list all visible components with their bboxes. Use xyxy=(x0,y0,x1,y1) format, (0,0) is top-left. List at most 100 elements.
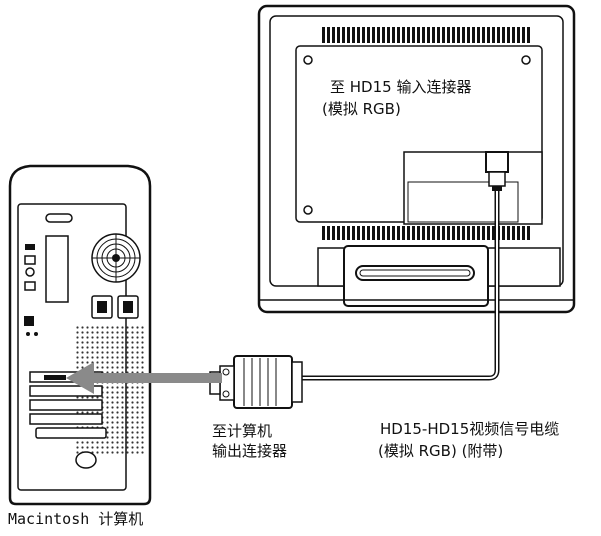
vent-slat xyxy=(387,27,390,43)
vent-slat xyxy=(507,27,510,43)
computer-output-label-line1: 至计算机 xyxy=(212,422,272,440)
vent-slat xyxy=(322,226,325,240)
vent-slat xyxy=(517,27,520,43)
macintosh-tower xyxy=(8,164,152,506)
vent-slat xyxy=(447,226,450,240)
monitor-rear xyxy=(257,4,576,314)
vent-slat xyxy=(437,226,440,240)
port-icon xyxy=(24,316,34,326)
vent-slat xyxy=(487,226,490,240)
vent-slat xyxy=(497,27,500,43)
vent-slat xyxy=(457,27,460,43)
vent-slat xyxy=(482,226,485,240)
vent-slat xyxy=(402,27,405,43)
vent-slat xyxy=(392,226,395,240)
vent-slat xyxy=(422,27,425,43)
vent-slat xyxy=(407,27,410,43)
screw-icon xyxy=(303,205,313,215)
vent-slat xyxy=(502,226,505,240)
monitor-input-label-line1: 至 HD15 输入连接器 xyxy=(330,78,471,96)
vent-slat xyxy=(377,27,380,43)
vent-slat xyxy=(407,226,410,240)
vent-slat xyxy=(527,226,530,240)
vent-slat xyxy=(432,27,435,43)
vent-slat xyxy=(442,226,445,240)
hd15-cable-plug xyxy=(209,355,303,409)
vent-slat xyxy=(512,27,515,43)
vent-slat xyxy=(397,226,400,240)
vent-slat xyxy=(417,27,420,43)
vent-slat xyxy=(427,27,430,43)
vent-slat xyxy=(437,27,440,43)
computer-output-label-line2: 输出连接器 xyxy=(212,442,287,460)
vent-slat xyxy=(487,27,490,43)
vent-slat xyxy=(372,226,375,240)
port-icon xyxy=(24,255,36,265)
vent-slat xyxy=(512,226,515,240)
vent-slat xyxy=(472,27,475,43)
vent-slat xyxy=(477,226,480,240)
vent-slat xyxy=(427,226,430,240)
vent-slat xyxy=(342,226,345,240)
cable-label-line2: (模拟 RGB) (附带) xyxy=(378,442,503,460)
vent-slat xyxy=(352,226,355,240)
vent-slat xyxy=(327,226,330,240)
cable-label-line1: HD15-HD15视频信号电缆 xyxy=(380,420,559,438)
vent-slat xyxy=(367,27,370,43)
vent-slat xyxy=(467,226,470,240)
power-button-icon xyxy=(75,451,97,469)
vent-slat xyxy=(362,226,365,240)
vent-slat xyxy=(447,27,450,43)
fan-icon xyxy=(91,233,141,283)
vent-slat xyxy=(352,27,355,43)
vent-slat xyxy=(482,27,485,43)
vent-slat xyxy=(337,27,340,43)
vent-slat xyxy=(362,27,365,43)
screw-icon xyxy=(521,55,531,65)
hd15-cable xyxy=(300,191,500,381)
vent-slat xyxy=(332,226,335,240)
hd15-input-connector xyxy=(485,151,509,191)
vent-slat xyxy=(462,226,465,240)
vent-slat xyxy=(462,27,465,43)
vent-slat xyxy=(507,226,510,240)
vent-slat xyxy=(377,226,380,240)
vent-slat xyxy=(412,27,415,43)
monitor-input-label-line2: (模拟 RGB) xyxy=(322,100,401,118)
vent-slat xyxy=(477,27,480,43)
vent-slat xyxy=(402,226,405,240)
vent-slat xyxy=(347,27,350,43)
vent-slat xyxy=(467,27,470,43)
vent-slat xyxy=(412,226,415,240)
vent-slat xyxy=(442,27,445,43)
port-icon xyxy=(24,281,36,291)
vent-slat xyxy=(457,226,460,240)
vent-slat xyxy=(517,226,520,240)
screw-icon xyxy=(303,55,313,65)
vent-slat xyxy=(387,226,390,240)
vent-slat xyxy=(332,27,335,43)
vent-slat xyxy=(327,27,330,43)
vent-slat xyxy=(522,27,525,43)
port-icon xyxy=(25,267,35,277)
vent-slat xyxy=(397,27,400,43)
vent-slat xyxy=(382,226,385,240)
monitor-top-vent xyxy=(322,27,530,43)
vent-slat xyxy=(347,226,350,240)
vent-slat xyxy=(392,27,395,43)
vent-slat xyxy=(492,226,495,240)
port-icon xyxy=(25,244,35,250)
vent-slat xyxy=(417,226,420,240)
vent-slat xyxy=(472,226,475,240)
vent-slat xyxy=(452,226,455,240)
vent-slat xyxy=(432,226,435,240)
vent-slat xyxy=(492,27,495,43)
vent-slat xyxy=(357,27,360,43)
vent-slat xyxy=(372,27,375,43)
vent-slat xyxy=(357,226,360,240)
vent-slat xyxy=(382,27,385,43)
vent-slat xyxy=(322,27,325,43)
vent-slat xyxy=(527,27,530,43)
